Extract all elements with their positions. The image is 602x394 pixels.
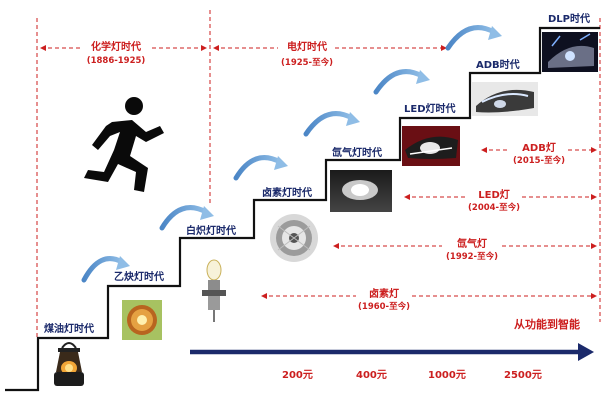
era-years-electric: (1925-至今): [281, 58, 333, 68]
led-headlight-image: [402, 126, 460, 166]
price-label-4: 2500元: [504, 370, 542, 381]
price-label-2: 400元: [356, 370, 387, 381]
step-arrow-4: [303, 111, 355, 137]
tech-years-xenon: (1992-至今): [446, 252, 498, 262]
xenon-headlight-image: [330, 170, 392, 212]
function-to-intelligence-note: 从功能到智能: [514, 318, 580, 331]
kerosene-lantern-image: [54, 342, 84, 386]
step-arrow-2: [159, 205, 209, 231]
tech-years-adb: (2015-至今): [513, 156, 565, 166]
stair-label-led: LED灯时代: [404, 104, 456, 115]
stair-label-kerosene: 煤油灯时代: [44, 324, 94, 335]
stair-label-acetylene: 乙炔灯时代: [114, 272, 164, 283]
incandescent-bulb-image: [202, 259, 226, 322]
acetylene-lamp-image: [122, 300, 162, 340]
tech-name-halogen: 卤素灯: [369, 289, 399, 300]
step-arrow-6: [445, 25, 497, 51]
tech-name-adb: ADB灯: [522, 143, 556, 154]
step-arrow-3: [233, 155, 283, 181]
stair-label-xenon: 氙气灯时代: [332, 148, 382, 159]
era-title-electric: 电灯时代: [287, 42, 327, 53]
staircase: [5, 26, 600, 392]
adb-headlight-image: [472, 82, 538, 116]
step-arrow-1: [81, 256, 125, 283]
tech-name-xenon: 氙气灯: [457, 239, 487, 250]
tech-years-halogen: (1960-至今): [358, 302, 410, 312]
stair-label-halogen: 卤素灯时代: [262, 188, 312, 199]
dlp-headlight-image: [542, 32, 598, 72]
era-years-chemical: (1886-1925): [86, 56, 146, 66]
step-arrow-5: [373, 69, 425, 95]
stair-label-incandescent: 白炽灯时代: [186, 226, 236, 237]
price-label-1: 200元: [282, 370, 313, 381]
tech-name-led: LED灯: [478, 190, 510, 201]
era-title-chemical: 化学灯时代: [91, 42, 141, 53]
halogen-reflector-image: [270, 214, 318, 262]
tech-years-led: (2004-至今): [468, 203, 520, 213]
stair-label-dlp: DLP时代: [548, 14, 591, 25]
timeline-arrow: [190, 343, 594, 361]
running-person-icon: [84, 97, 164, 192]
price-label-3: 1000元: [428, 370, 466, 381]
step-arrows: [81, 25, 497, 283]
stair-label-adb: ADB时代: [476, 60, 520, 71]
